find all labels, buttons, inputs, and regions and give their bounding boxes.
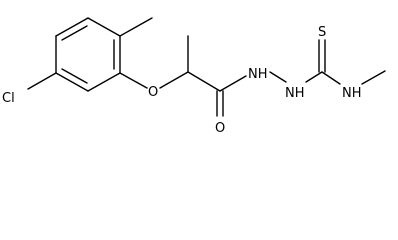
ether-alpha-bond — [159, 71, 189, 89]
ring-bond-5 — [55, 72, 89, 92]
methylamine-nh-label: NH — [342, 86, 362, 101]
ring-methyl-bond — [119, 17, 153, 37]
nh-nh-bond — [269, 71, 287, 83]
ring-bond-4 — [87, 72, 121, 92]
thiocarbonyl-nh-bond — [321, 71, 341, 85]
hydrazide-nh-1-label: NH — [248, 67, 268, 82]
alpha-carbonyl-bond — [187, 71, 221, 92]
chlorine-bond — [27, 72, 57, 90]
ring-double-bond-inner-3 — [61, 68, 88, 84]
nh-methyl-bond — [361, 70, 386, 85]
benzene-ring — [55, 17, 121, 92]
ring-bond-1 — [55, 17, 89, 37]
ring-ether-bond — [119, 72, 148, 89]
ring-bond-2 — [87, 17, 121, 37]
chlorine-label: Cl — [2, 91, 15, 106]
hydrazide-nh-2-label: NH — [285, 86, 305, 101]
carbonyl-oxygen-label: O — [215, 121, 225, 136]
chemical-structure-diagram: Cl O O NH NH S NH — [2, 17, 386, 136]
thione-sulfur-label: S — [318, 25, 326, 40]
nh-thiocarbonyl-bond — [305, 71, 323, 83]
ring-double-bond-inner-1 — [61, 25, 88, 41]
carbonyl-nh-bond — [219, 75, 247, 92]
ether-oxygen-label: O — [148, 85, 158, 100]
